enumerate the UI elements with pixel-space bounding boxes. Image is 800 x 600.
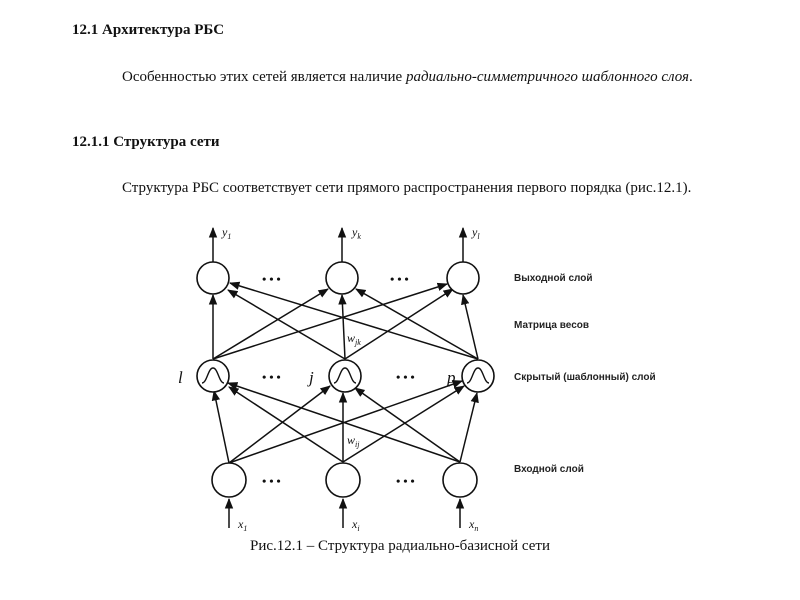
intro-text: Особенностью этих сетей является наличие [122, 69, 406, 85]
layer-label-output: Выходной слой [514, 273, 593, 284]
ellipsis: • • • [390, 272, 409, 286]
output-label-y1: y1 [221, 225, 231, 241]
output-node-k [325, 261, 359, 295]
input-node-n [442, 462, 478, 498]
hidden-node-l [196, 359, 230, 393]
paragraph-structure: Структура РБС соответствует сети прямого… [122, 180, 692, 196]
input-label-xi: xi [351, 517, 360, 533]
hidden-node-j [328, 359, 362, 393]
weight-label-ij: wij [347, 433, 360, 449]
ellipsis: • • • [262, 370, 281, 384]
output-label-yl: yl [471, 225, 480, 241]
hidden-label-j: j [307, 368, 314, 387]
input-node-1 [211, 462, 247, 498]
ellipsis: • • • [262, 272, 281, 286]
hidden-label-p: p [446, 368, 456, 387]
input-label-x1: x1 [237, 517, 247, 533]
layer-label-weights: Матрица весов [514, 320, 589, 331]
hidden-label-l: l [178, 368, 183, 387]
figure-caption: Рис.12.1 – Структура радиально-базисной … [250, 538, 550, 554]
connections [208, 226, 479, 528]
ellipsis: • • • [396, 370, 415, 384]
output-label-yk: yk [351, 225, 361, 241]
paragraph-intro: Особенностью этих сетей является наличие… [72, 66, 728, 89]
weight-label-jk: wjk [347, 331, 361, 347]
layer-label-input: Входной слой [514, 464, 584, 475]
section-heading: 12.1 Архитектура РБС [72, 22, 225, 38]
intro-italic-text: радиально-симметричного шаблонного слоя [405, 69, 690, 85]
input-label-xn: xn [468, 517, 478, 533]
output-node-1 [196, 261, 230, 295]
intro-text-end: . [689, 69, 693, 85]
hidden-node-p [461, 359, 495, 393]
layer-label-hidden: Скрытый (шаблонный) слой [514, 371, 656, 383]
subsection-heading: 12.1.1 Структура сети [72, 134, 220, 150]
output-node-l [446, 261, 480, 295]
input-node-i [325, 462, 361, 498]
ellipsis: • • • [396, 474, 415, 488]
ellipsis: • • • [262, 474, 281, 488]
